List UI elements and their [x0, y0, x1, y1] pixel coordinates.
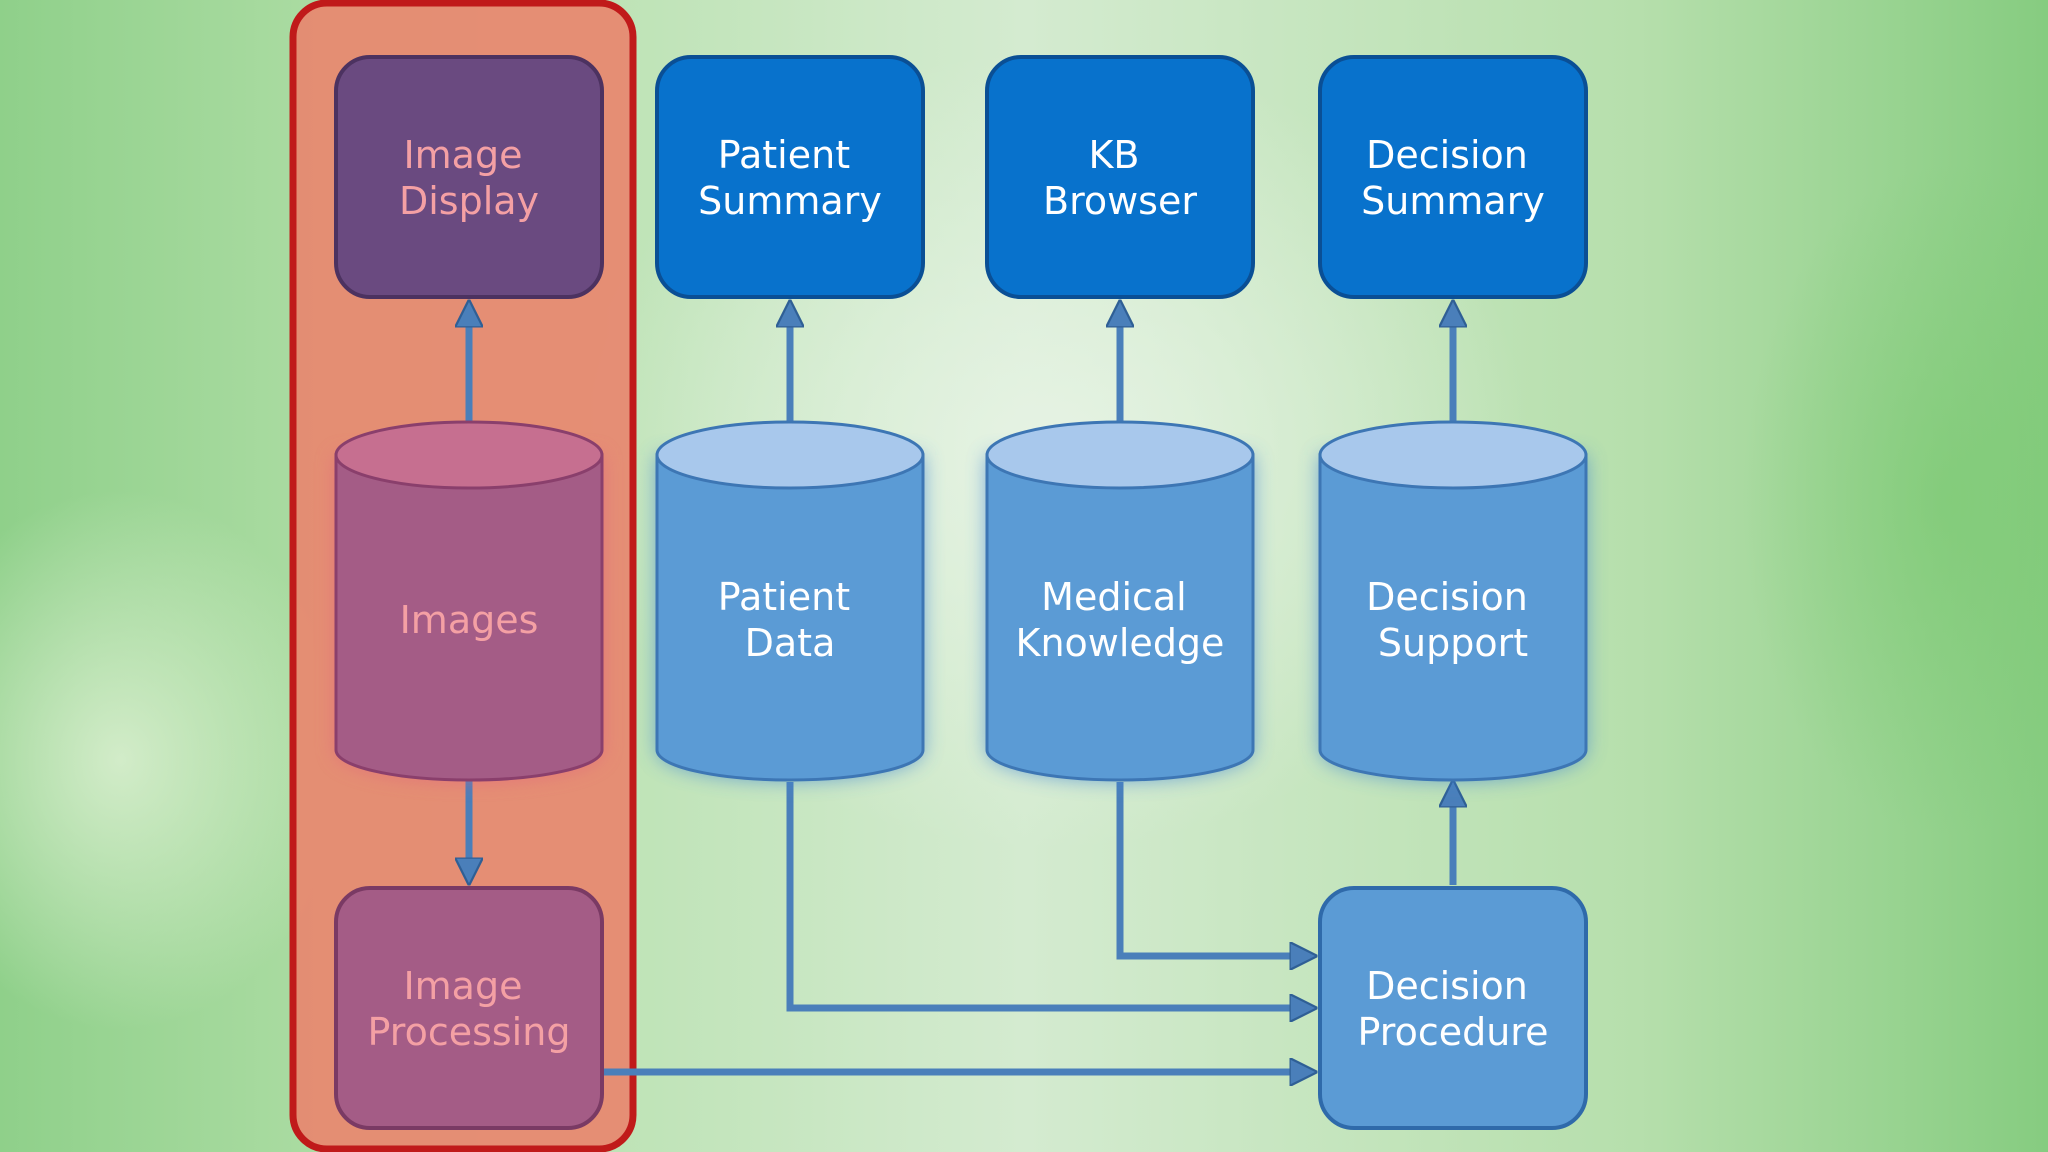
decision-procedure-label-line1: Decision — [1366, 964, 1528, 1008]
svg-text:Images: Images — [400, 598, 539, 642]
arrow-patient-data-to-procedure — [786, 782, 1312, 1008]
decision-support-label-line1: Decision — [1366, 575, 1528, 619]
image-display-box: Image Display — [334, 55, 604, 299]
arrow-knowledge-to-procedure — [1116, 782, 1312, 956]
image-display-label-line2: Display — [399, 179, 539, 223]
decision-procedure-box: Decision Procedure — [1318, 886, 1588, 1130]
patient-summary-label-line2: Summary — [698, 179, 882, 223]
image-display-label-line1: Image — [403, 133, 522, 177]
svg-text:Medical Knowledge: Medical Knowledge — [1016, 575, 1225, 665]
patient-data-label-line2: Data — [745, 621, 836, 665]
svg-text:Decision Procedure: Decision Procedure — [1358, 964, 1549, 1054]
decision-support-cylinder: Decision Support — [1318, 420, 1588, 782]
svg-text:Image Processing: Image Processing — [368, 964, 571, 1054]
svg-text:Patient Data: Patient Data — [718, 575, 862, 665]
svg-text:Decision Support: Decision Support — [1366, 575, 1540, 665]
svg-text:KB Browser: KB Browser — [1043, 133, 1197, 223]
image-processing-box: Image Processing — [334, 886, 604, 1130]
patient-summary-box: Patient Summary — [655, 55, 925, 299]
kb-browser-label-line1: KB — [1088, 133, 1139, 177]
decision-procedure-label-line2: Procedure — [1358, 1010, 1549, 1054]
medical-knowledge-label-line2: Knowledge — [1016, 621, 1225, 665]
medical-knowledge-label-line1: Medical — [1041, 575, 1187, 619]
image-processing-label-line2: Processing — [368, 1010, 571, 1054]
kb-browser-label-line2: Browser — [1043, 179, 1197, 223]
images-cylinder-label: Images — [400, 598, 539, 642]
svg-text:Decision Summary: Decision Summary — [1361, 133, 1545, 223]
decision-summary-box: Decision Summary — [1318, 55, 1588, 299]
decision-summary-label-line1: Decision — [1366, 133, 1528, 177]
kb-browser-box: KB Browser — [985, 55, 1255, 299]
image-processing-label-line1: Image — [403, 964, 522, 1008]
patient-data-label-line1: Patient — [718, 575, 850, 619]
decision-support-label-line2: Support — [1378, 621, 1528, 665]
svg-text:Image Display: Image Display — [399, 133, 539, 223]
medical-knowledge-cylinder: Medical Knowledge — [985, 420, 1255, 782]
patient-summary-label-line1: Patient — [718, 133, 850, 177]
svg-text:Patient Summary: Patient Summary — [698, 133, 882, 223]
images-cylinder: Images — [334, 420, 604, 782]
patient-data-cylinder: Patient Data — [655, 420, 925, 782]
decision-summary-label-line2: Summary — [1361, 179, 1545, 223]
arrows — [469, 305, 1453, 1072]
